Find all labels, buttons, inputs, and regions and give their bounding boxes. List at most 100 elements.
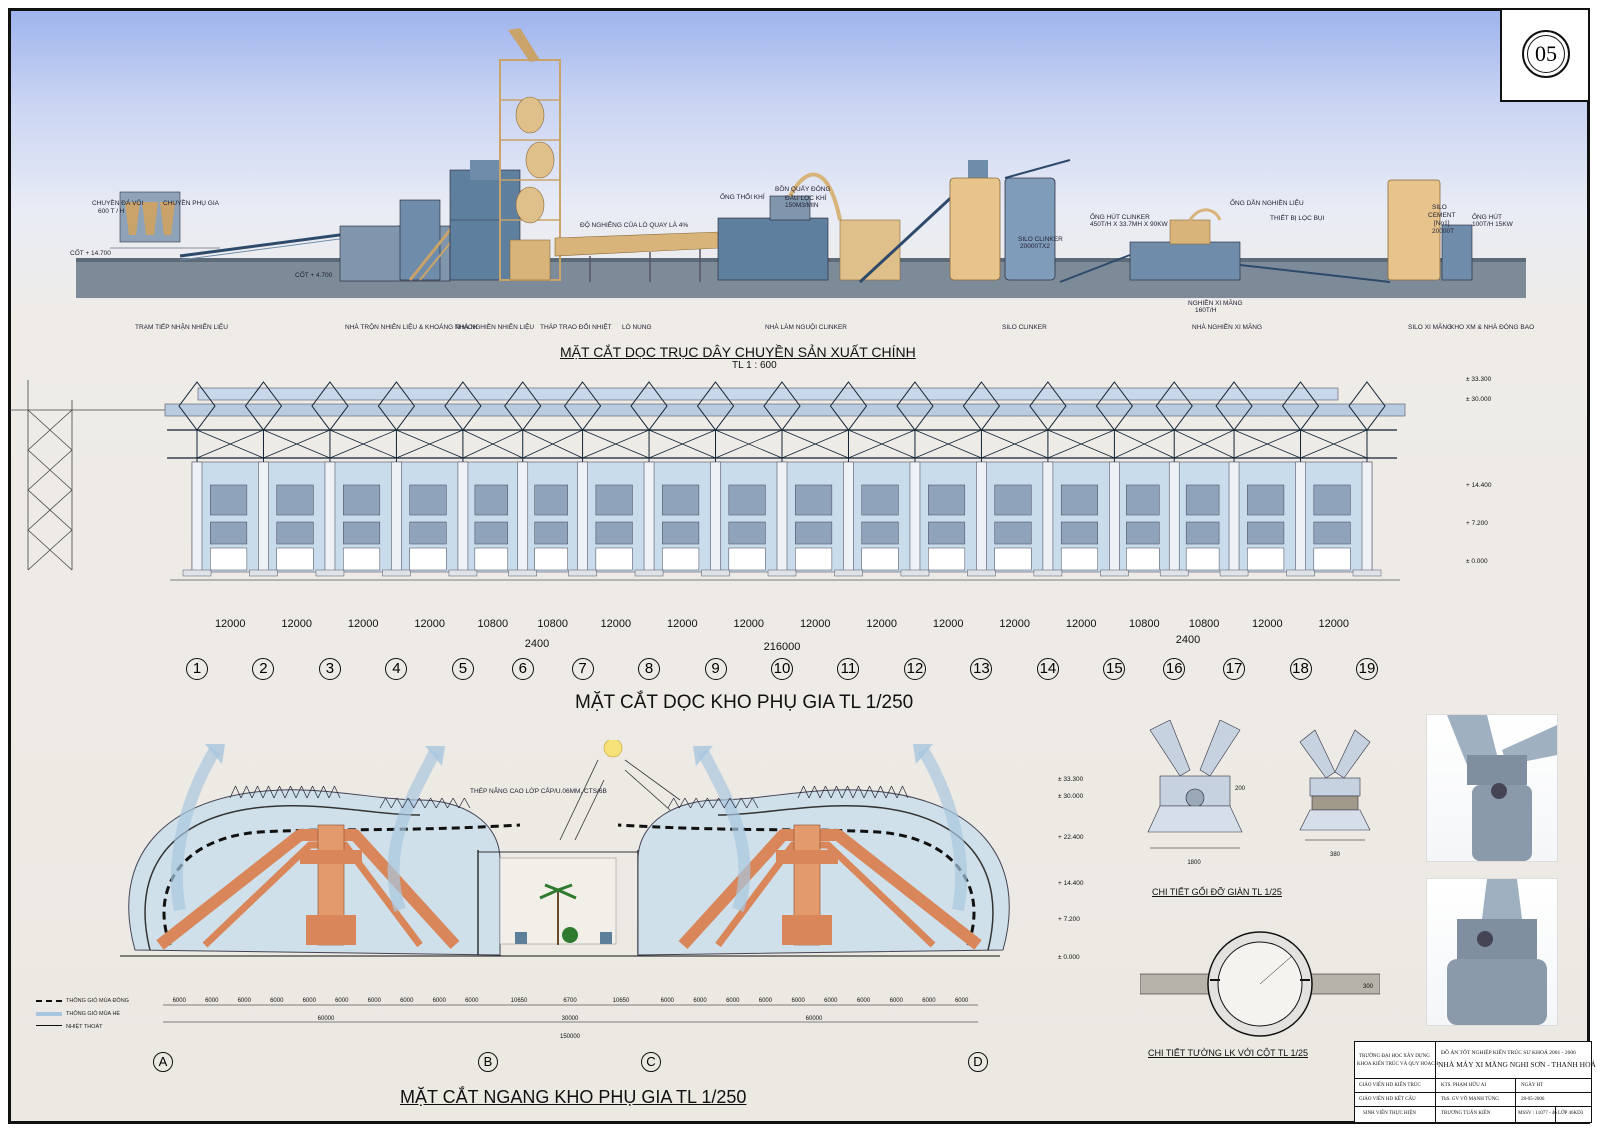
span-dimension: 6000 bbox=[889, 998, 903, 1004]
window bbox=[1313, 521, 1351, 545]
tb-extra: LỚP 46KD3 bbox=[1558, 1111, 1584, 1116]
column bbox=[517, 461, 529, 575]
cement-mill bbox=[1059, 208, 1241, 283]
column bbox=[1168, 461, 1180, 575]
window bbox=[210, 521, 248, 545]
span-dimension: 10650 bbox=[510, 998, 528, 1004]
support-detail-2 bbox=[1299, 729, 1371, 841]
window bbox=[595, 484, 633, 516]
truss-brace bbox=[263, 429, 331, 459]
door bbox=[595, 547, 633, 571]
annotation: ỐNG DẪN NGHIỀN LIỆU bbox=[1230, 200, 1304, 207]
truss-web bbox=[312, 785, 319, 799]
mixing-house bbox=[339, 169, 511, 282]
window bbox=[861, 484, 899, 516]
sheet-number-box: 05 bbox=[1500, 10, 1588, 102]
elevation-mark: + 14.400 bbox=[1058, 880, 1084, 887]
annotation: ỐNG HÚT CLINKER bbox=[1090, 214, 1150, 221]
truss-web bbox=[419, 797, 426, 809]
column bbox=[258, 461, 269, 575]
span-dimension: 12000 bbox=[281, 618, 312, 630]
span-dimension: 6000 bbox=[367, 998, 381, 1004]
column-base bbox=[1159, 569, 1189, 577]
tb-extra: MSSV : 11077 - 46 bbox=[1518, 1111, 1557, 1116]
span-dimension: 6000 bbox=[205, 998, 219, 1004]
window bbox=[662, 521, 700, 545]
truss-web bbox=[746, 797, 753, 809]
truss-brace bbox=[582, 429, 650, 459]
longitudinal-section bbox=[10, 380, 1406, 581]
annotation: 160T/H bbox=[1195, 307, 1217, 314]
column-base bbox=[1286, 569, 1315, 577]
door bbox=[276, 547, 314, 571]
axis-marker: C bbox=[641, 1052, 661, 1072]
left-scaffold bbox=[10, 380, 190, 571]
truss-web bbox=[735, 797, 742, 809]
roof-top-band bbox=[197, 387, 1339, 401]
render-thumbnail-2 bbox=[1426, 878, 1558, 1026]
column-base bbox=[634, 569, 664, 577]
door bbox=[795, 547, 833, 571]
zone-label: THÁP TRAO ĐỔI NHIỆT bbox=[540, 324, 612, 331]
clinker-cooler bbox=[717, 172, 901, 281]
zone-label: KHO XM & NHÀ ĐÓNG BAO bbox=[1450, 324, 1535, 331]
zone-label: NHÀ TRỘN NHIÊN LIỆU & KHOÁNG THẠCH bbox=[345, 324, 478, 331]
truss-web bbox=[678, 797, 686, 809]
window bbox=[210, 484, 248, 516]
truss-web bbox=[334, 785, 341, 799]
truss-web bbox=[430, 797, 437, 809]
truss-web bbox=[707, 797, 714, 809]
axis-marker: 5 bbox=[451, 658, 474, 680]
zone-label: SILO XI MĂNG bbox=[1408, 324, 1453, 331]
truss-brace bbox=[462, 429, 523, 459]
annotation: [No1] bbox=[1434, 220, 1450, 227]
column-base bbox=[382, 569, 411, 577]
window bbox=[1247, 521, 1285, 545]
truss-brace bbox=[848, 429, 916, 459]
total-dimension: 150000 bbox=[559, 1034, 581, 1040]
elevation-mark: ± 33.300 bbox=[1466, 376, 1492, 383]
column-base bbox=[249, 569, 278, 577]
column bbox=[1042, 461, 1054, 575]
span-dimension: 6000 bbox=[758, 998, 773, 1004]
truss-brace bbox=[781, 429, 849, 459]
column bbox=[843, 461, 854, 575]
column-base bbox=[900, 569, 930, 577]
truss-brace bbox=[1047, 429, 1115, 459]
column-base bbox=[967, 569, 996, 577]
elevation-mark: + 7.200 bbox=[1466, 520, 1488, 527]
wall-column-detail bbox=[1140, 931, 1380, 1037]
annotation: CỐT + 14.700 bbox=[70, 250, 111, 257]
cement-silo bbox=[1387, 179, 1473, 281]
axis-marker: 8 bbox=[638, 658, 661, 680]
truss-web bbox=[740, 797, 748, 809]
school-name: TRƯỜNG ĐẠI HỌC XÂY DỰNG bbox=[1359, 1054, 1430, 1059]
left-shell bbox=[128, 744, 521, 956]
door bbox=[662, 547, 700, 571]
truss-web bbox=[858, 785, 865, 799]
axis-marker: 9 bbox=[704, 658, 727, 680]
span-dimension: 12000 bbox=[414, 618, 445, 630]
annotation: NGHIỀN XI MĂNG bbox=[1188, 300, 1243, 307]
roof-band bbox=[164, 403, 1406, 417]
window bbox=[928, 521, 966, 545]
truss-web bbox=[836, 785, 843, 799]
truss-brace bbox=[1300, 429, 1368, 459]
tb-role: GIÁO VIÊN HD KIẾN TRÚC bbox=[1359, 1083, 1421, 1088]
truss-web bbox=[458, 797, 465, 809]
wall-column-title: CHI TIẾT TƯỜNG LK VỚI CỘT TL 1/25 bbox=[1148, 1048, 1309, 1058]
annotation: ỐNG HÚT bbox=[1472, 214, 1502, 221]
span-dimension: 12000 bbox=[1318, 618, 1350, 630]
span-dimension: 12000 bbox=[733, 618, 765, 630]
annotation: CHUYỀN ĐÁ VÔI bbox=[92, 200, 144, 207]
truss-web bbox=[235, 785, 242, 799]
span-dimension: 6000 bbox=[172, 998, 186, 1004]
truss-web bbox=[718, 797, 725, 809]
column bbox=[391, 461, 402, 575]
column-base bbox=[508, 569, 537, 577]
truss-brace bbox=[329, 429, 397, 459]
axis-marker: 13 bbox=[970, 658, 993, 680]
truss-web bbox=[825, 785, 832, 799]
production-section-scale: TL 1 : 600 bbox=[732, 360, 777, 371]
axis-marker: 12 bbox=[903, 658, 926, 680]
